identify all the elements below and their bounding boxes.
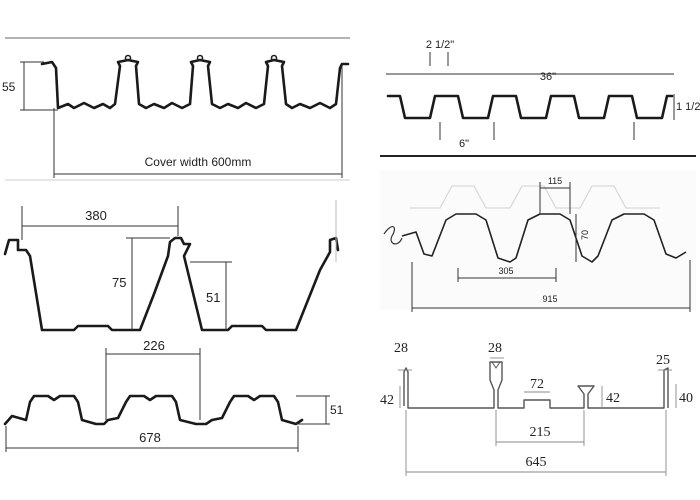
panel-2-rib-label: 6" — [459, 138, 469, 150]
panel-5-678-profile: 226 51 678 — [3, 338, 344, 452]
panel-3-pitch-label: 380 — [85, 208, 107, 223]
panel-3-depth2-label: 51 — [206, 290, 220, 305]
panel-2-width-label: 36" — [540, 71, 556, 83]
panel-6-width-label: 645 — [526, 455, 547, 470]
panel-6-rib-cap — [491, 361, 501, 369]
panel-3-depth-label: 75 — [112, 275, 126, 290]
panel-4-ghost-profile — [410, 185, 660, 209]
panel-2-pitch-label: 2 1/2" — [426, 39, 454, 51]
panel-1-profile-line — [40, 58, 350, 110]
panel-4-pitch-label: 305 — [498, 266, 513, 276]
panel-5-profile-line — [3, 394, 304, 426]
panel-6-t3-label: 25 — [656, 353, 670, 368]
panel-3-profile-line — [3, 236, 340, 332]
panel-4-overlap-curl — [383, 226, 403, 245]
panel-6-t2-label: 28 — [488, 341, 502, 356]
panel-1-rib-hole — [196, 54, 204, 62]
panel-1-rib-hole — [270, 54, 278, 62]
panel-2-36in-profile: 2 1/2" 36" 1 1/2" 6" — [380, 39, 700, 157]
panel-1-height-label: 55 — [2, 80, 16, 94]
panel-4-depth-label: 70 — [580, 230, 590, 240]
panel-1-600mm-profile: 55 Cover width 600mm — [2, 37, 350, 181]
panel-6-pitch-label: 215 — [530, 425, 551, 440]
panel-5-pitch-label: 226 — [143, 338, 165, 353]
panel-6-h1-label: 42 — [380, 393, 394, 408]
panel-1-rib-hole — [124, 54, 132, 62]
panel-6-645-profile: 28 28 25 42 42 40 72 215 645 — [380, 341, 693, 476]
panel-4-top-label: 115 — [548, 176, 562, 186]
panel-3-75mm-profile: 380 75 51 — [3, 200, 340, 332]
panel-6-profile-line — [403, 361, 669, 409]
panel-5-width-label: 678 — [139, 430, 161, 445]
panel-6-t1-label: 28 — [394, 341, 408, 356]
panel-2-profile-line — [386, 94, 674, 120]
panel-5-depth-label: 51 — [330, 403, 344, 417]
panel-1-cover-label: Cover width 600mm — [145, 155, 252, 169]
panel-6-b-label: 72 — [530, 377, 544, 392]
panel-6-h3-label: 40 — [679, 391, 693, 406]
panel-4-background — [380, 170, 696, 310]
panel-2-depth-label: 1 1/2" — [676, 101, 700, 113]
panel-4-915-profile: 115 70 305 915 — [380, 170, 696, 312]
panel-4-width-label: 915 — [542, 294, 557, 304]
panel-6-h2-label: 42 — [606, 391, 620, 406]
